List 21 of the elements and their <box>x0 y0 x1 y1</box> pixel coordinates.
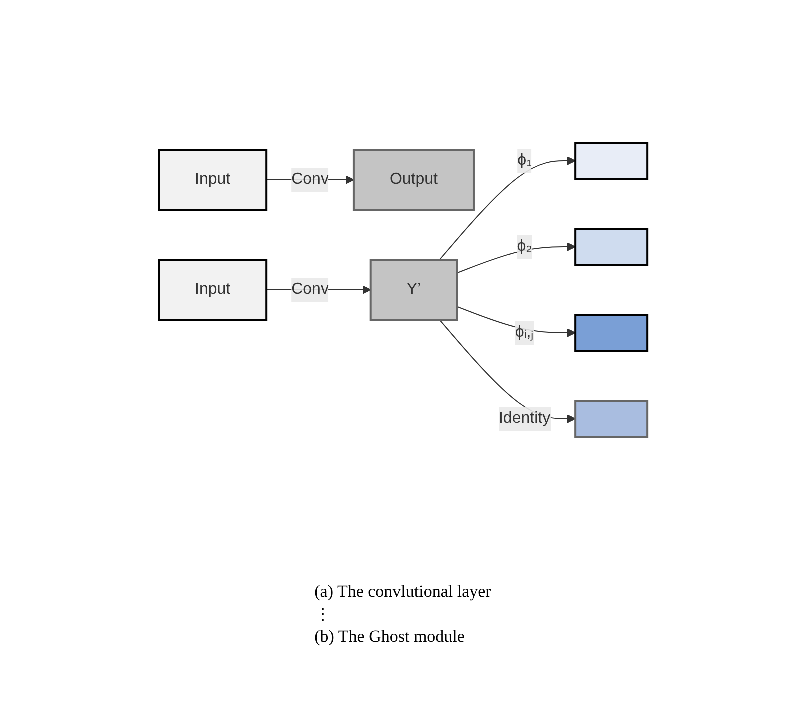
edge-label: Conv <box>291 171 329 188</box>
edge-label: Identity <box>498 410 550 427</box>
edge-label: ϕᵢ,ⱼ <box>515 324 534 341</box>
node-box: Input <box>158 259 268 321</box>
arrow <box>438 156 576 260</box>
node-box <box>574 142 648 180</box>
caption-text: (a) The convlutional layer <box>314 582 492 602</box>
node-box: Output <box>352 149 475 211</box>
node-box <box>574 400 648 438</box>
node-box <box>574 314 648 352</box>
caption-text: ⋮ <box>314 604 333 625</box>
edge-label: ϕ₁ <box>517 152 532 169</box>
edge-label: ϕ₂ <box>516 238 532 255</box>
edge-label: Conv <box>291 281 329 298</box>
arrow <box>438 320 576 424</box>
arrow <box>456 306 576 338</box>
node-box: Input <box>158 149 268 211</box>
node-box: Y’ <box>370 259 458 321</box>
caption-text: (b) The Ghost module <box>314 627 466 647</box>
arrow <box>456 242 576 274</box>
node-box <box>574 228 648 266</box>
